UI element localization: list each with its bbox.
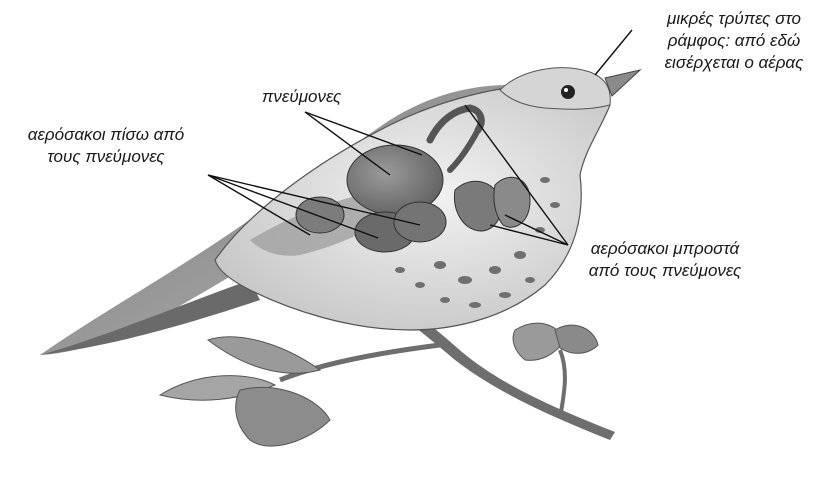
label-posterior-air-sacs: αερόσακοι πίσω από τους πνεύμονες <box>6 124 206 168</box>
label-posterior-line-1: αερόσακοι πίσω από <box>6 124 206 146</box>
label-anterior-air-sacs: αερόσακοι μπροστά από τους πνεύμονες <box>570 238 760 282</box>
label-nostrils-line-3: εισέρχεται ο αέρας <box>640 52 828 74</box>
label-lungs: πνεύμονες <box>262 86 341 108</box>
label-nostrils-line-2: ράμφος: από εδώ <box>640 30 828 52</box>
label-lungs-text: πνεύμονες <box>262 86 341 108</box>
leaves <box>160 323 598 446</box>
label-nostrils-line-1: μικρές τρύπες στο <box>640 8 828 30</box>
label-anterior-line-2: από τους πνεύμονες <box>570 260 760 282</box>
label-nostrils: μικρές τρύπες στο ράμφος: από εδώ εισέρχ… <box>640 8 828 74</box>
leader-line-nostrils <box>595 30 632 75</box>
label-anterior-line-1: αερόσακοι μπροστά <box>570 238 760 260</box>
label-posterior-line-2: τους πνεύμονες <box>6 146 206 168</box>
